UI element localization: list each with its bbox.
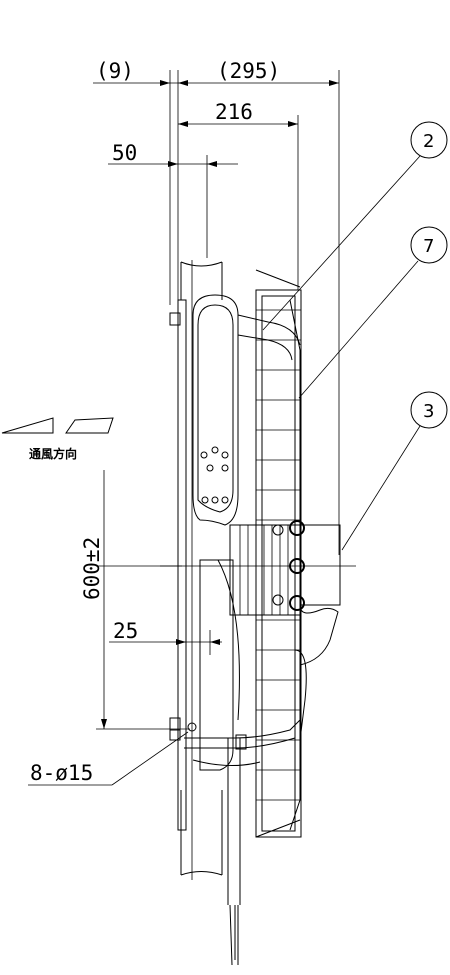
shroud-body	[192, 294, 301, 526]
motor	[229, 520, 305, 616]
dimension-top-total: (9) (295)	[93, 59, 340, 555]
dim-600-label: 600±2	[80, 537, 104, 600]
guard-grille	[255, 269, 302, 838]
dim-total-depth-label: (295)	[217, 59, 280, 83]
cable-conduit	[184, 649, 307, 966]
airflow-direction-arrows: 通風方向	[1, 417, 114, 461]
holes-callout: 8-ø15	[28, 731, 189, 786]
dimension-600: 600±2	[80, 470, 190, 730]
dimension-25: 25	[109, 619, 222, 655]
dim-gap-label: (9)	[96, 59, 134, 83]
flange-bolts	[169, 312, 197, 741]
mounting-flange	[177, 260, 223, 880]
dim-50-label: 50	[112, 141, 137, 165]
airflow-direction-label: 通風方向	[29, 446, 77, 461]
svg-text:7: 7	[423, 236, 434, 257]
dimension-216: 216	[178, 100, 299, 290]
balloon-7: 7	[298, 226, 448, 399]
svg-text:3: 3	[423, 401, 434, 422]
terminal-box	[299, 524, 341, 666]
dim-25-label: 25	[113, 619, 138, 643]
holes-label: 8-ø15	[30, 761, 93, 785]
dimension-50: 50	[108, 141, 238, 258]
balloon-2: 2	[262, 121, 448, 331]
dim-216-label: 216	[215, 100, 253, 124]
balloon-3: 3	[341, 391, 448, 551]
svg-text:2: 2	[423, 131, 434, 152]
